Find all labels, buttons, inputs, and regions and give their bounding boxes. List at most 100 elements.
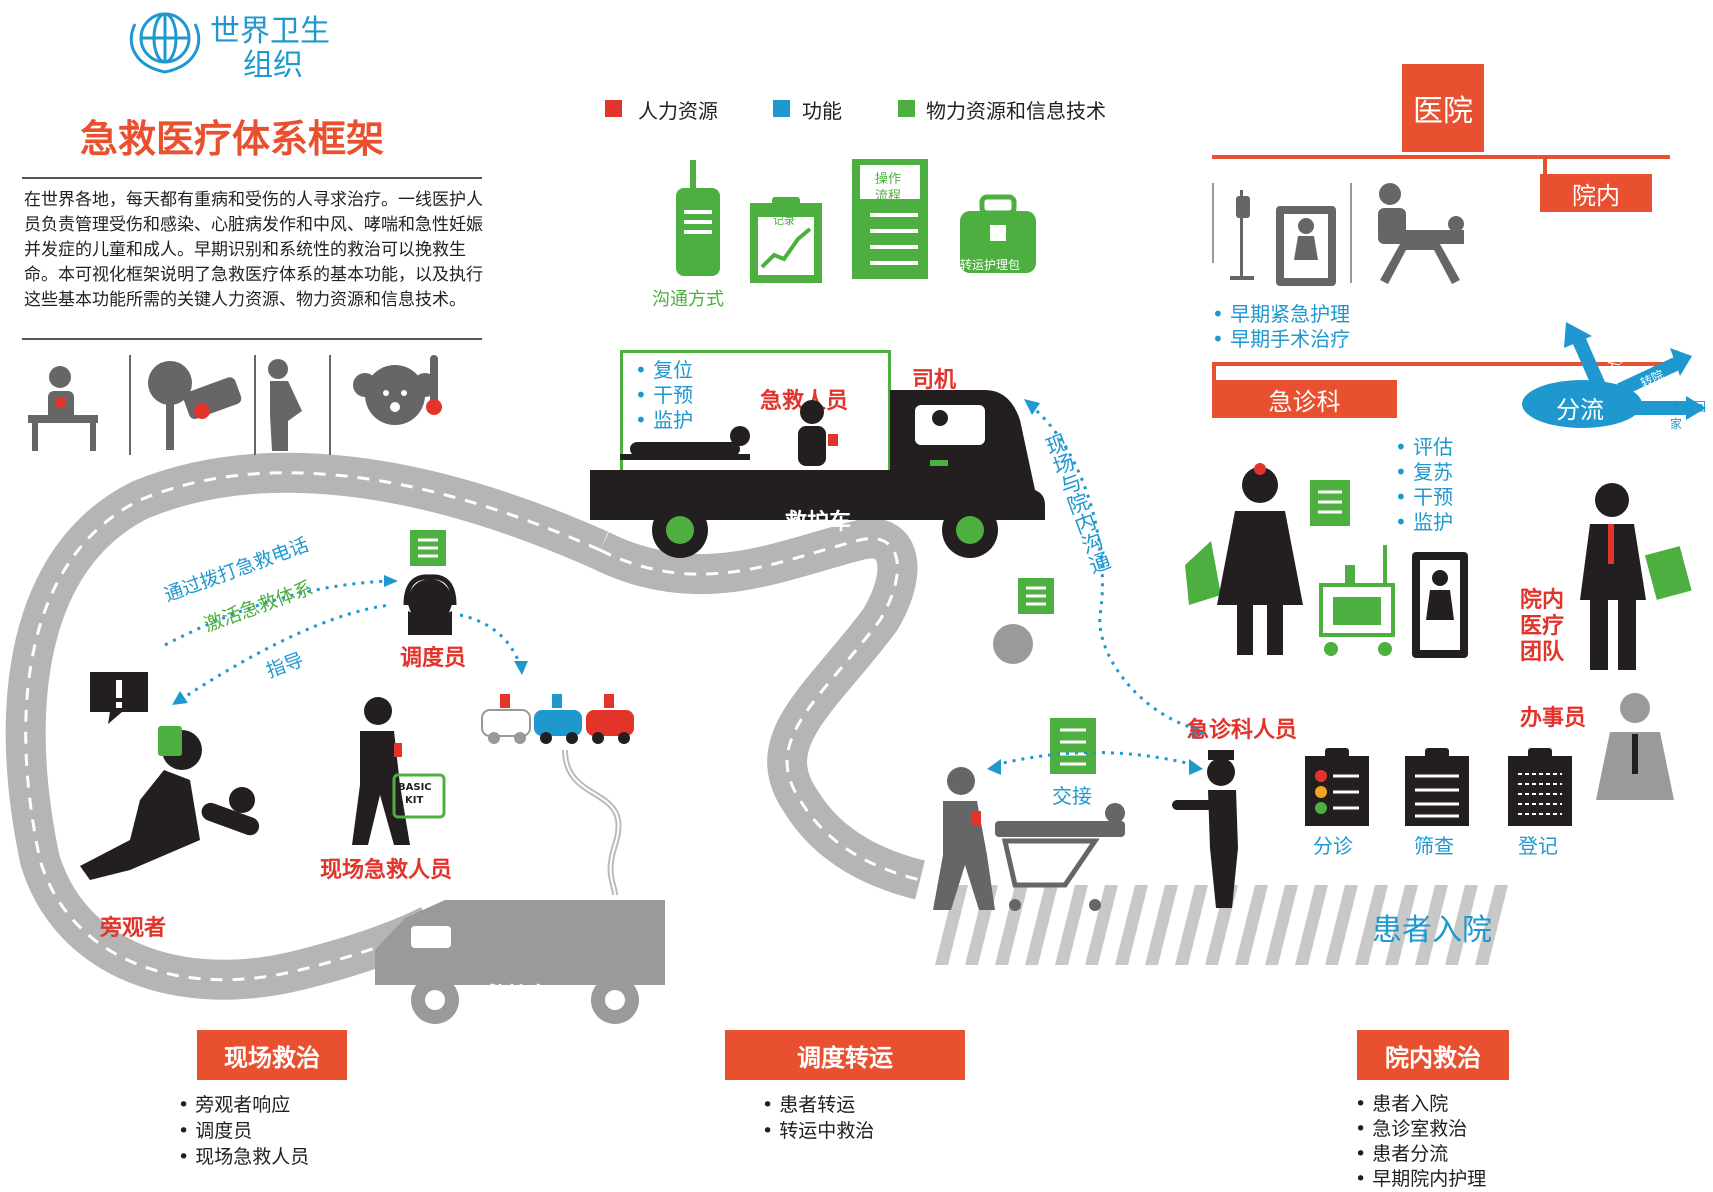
section-scene-list: 旁观者响应 调度员 现场急救人员 [178, 1092, 309, 1170]
team-label-line1: 院内 [1520, 588, 1565, 613]
legend-function-label: 功能 [802, 99, 842, 123]
doc-icon-green-scene [410, 530, 446, 566]
hospital-title: 医院 [1402, 64, 1484, 152]
dispatcher-headset-icon [403, 574, 457, 635]
legend-swatch-human [605, 100, 622, 117]
section-hospital-item: 患者分流 [1355, 1142, 1486, 1167]
section-scene-item: 旁观者响应 [178, 1092, 309, 1118]
clerk-label: 办事员 [1520, 706, 1587, 731]
section-scene-item: 现场急救人员 [178, 1144, 309, 1170]
early-care-list: 早期紧急护理 早期手术治疗 [1212, 302, 1350, 352]
registration-label: 登记 [1518, 834, 1558, 858]
inpatient-label: 院内 [1540, 174, 1652, 212]
hospital-top-line [1212, 155, 1670, 159]
triage-flow-label: 分流 [1556, 396, 1604, 424]
driver-label: 司机 [912, 368, 957, 393]
doc-icon-handover-2 [1050, 718, 1096, 774]
nurse-icon [1185, 463, 1303, 655]
handover-arrow [987, 751, 1203, 775]
protocol-label-line1: 操作 [875, 172, 902, 187]
legend-swatch-resources [898, 100, 915, 117]
org-name-line1: 世界卫生 [210, 14, 330, 49]
early-care-item: 早期紧急护理 [1212, 302, 1350, 327]
clerk-icon [1596, 693, 1674, 800]
ed-bracket [1212, 364, 1216, 382]
doc-icon-handover-1 [1018, 578, 1054, 614]
team-label-line2: 医疗 [1520, 614, 1565, 639]
section-scene-item: 调度员 [178, 1118, 309, 1144]
ambulance-functions-list: 复位 干预 监护 [635, 358, 693, 433]
comm-label: 沟通方式 [652, 289, 724, 310]
section-hospital-item: 患者入院 [1355, 1092, 1486, 1117]
ed-function-item: 评估 [1395, 435, 1453, 460]
section-title-scene: 现场救治 [197, 1030, 347, 1080]
route-line [562, 749, 622, 896]
triage-flow-icon [1522, 322, 1706, 428]
ambulance-function-item: 复位 [635, 358, 693, 383]
legend-human-label: 人力资源 [638, 99, 718, 123]
injured-person-icon [28, 366, 98, 451]
sick-child-icon [353, 355, 442, 425]
page-title: 急救医疗体系框架 [80, 116, 385, 161]
kit-line2: KIT [405, 795, 424, 806]
emergency-vehicles-icon [481, 694, 634, 744]
discharge-label: 出院回家 [1670, 400, 1707, 431]
iv-bed-icon [1230, 190, 1336, 286]
team-label-line3: 团队 [1520, 640, 1565, 665]
ambulance-function-item: 干预 [635, 383, 693, 408]
dispatcher-gray-icon [993, 624, 1033, 664]
ed-function-item: 监护 [1395, 510, 1453, 535]
section-transport-item: 患者转运 [762, 1092, 874, 1118]
radio-icon [676, 160, 720, 276]
record-label: 记录 [773, 214, 795, 227]
ambulance-scene-icon [375, 900, 665, 1024]
screening-clipboard-icon [1405, 748, 1469, 826]
hospital-team-doctor-icon [1580, 483, 1692, 670]
arrival-label: 患者入院 [1372, 913, 1492, 948]
handover-label: 交接 [1052, 784, 1092, 808]
ambulance-top-label: 救护车 [785, 510, 852, 535]
who-emblem-icon [129, 12, 201, 74]
ed-staff-label: 急诊科人员 [1187, 718, 1298, 743]
record-chart-icon [750, 197, 822, 283]
bystander-icon [80, 672, 260, 880]
intro-bottom-rule [22, 338, 482, 340]
intro-text: 在世界各地，每天都有重病和受伤的人寻求治疗。一线医护人员负责管理受伤和感染、心脏… [24, 190, 483, 310]
registration-clipboard-icon [1508, 748, 1572, 826]
ed-function-item: 干预 [1395, 485, 1453, 510]
section-hospital-item: 早期院内护理 [1355, 1167, 1486, 1192]
section-hospital-list: 患者入院 急诊室救治 患者分流 早期院内护理 [1355, 1092, 1486, 1192]
surgery-icon [1378, 183, 1464, 284]
first-responder-label: 现场急救人员 [320, 858, 453, 883]
legend-swatch-function [773, 100, 790, 117]
bystander-label: 旁观者 [100, 916, 167, 941]
ed-label: 急诊科 [1212, 380, 1397, 418]
screening-label: 筛查 [1414, 834, 1454, 858]
ed-staff-icon [1172, 750, 1238, 908]
inpatient-bracket [1543, 158, 1547, 178]
pregnant-woman-icon [268, 359, 302, 451]
protocol-clipboard-icon [852, 159, 928, 279]
section-title-transport: 调度转运 [725, 1030, 965, 1080]
hospital-left-rule [1212, 183, 1214, 263]
section-hospital-item: 急诊室救治 [1355, 1117, 1486, 1142]
triage-label: 分诊 [1313, 834, 1353, 858]
ed-functions-list: 评估 复苏 干预 监护 [1395, 435, 1453, 535]
early-care-item: 早期手术治疗 [1212, 327, 1350, 352]
kit-line1: BASIC [398, 782, 432, 793]
dispatcher-label: 调度员 [400, 646, 467, 671]
kit-label: 转运护理包 [960, 258, 1021, 272]
ed-top-line [1212, 362, 1670, 366]
doc-icon-green [1310, 480, 1350, 526]
ambulance-function-item: 监护 [635, 408, 693, 433]
section-title-hospital: 院内救治 [1357, 1030, 1509, 1080]
first-responder-icon [352, 697, 446, 845]
legend-resources-label: 物力资源和信息技术 [926, 99, 1106, 123]
ed-function-item: 复苏 [1395, 460, 1453, 485]
stretcher-crew-icon [933, 767, 1125, 911]
section-transport-item: 转运中救治 [762, 1118, 874, 1144]
condition-icons [28, 355, 442, 455]
intro-top-rule [22, 177, 482, 179]
org-name-line2: 组织 [243, 48, 303, 83]
